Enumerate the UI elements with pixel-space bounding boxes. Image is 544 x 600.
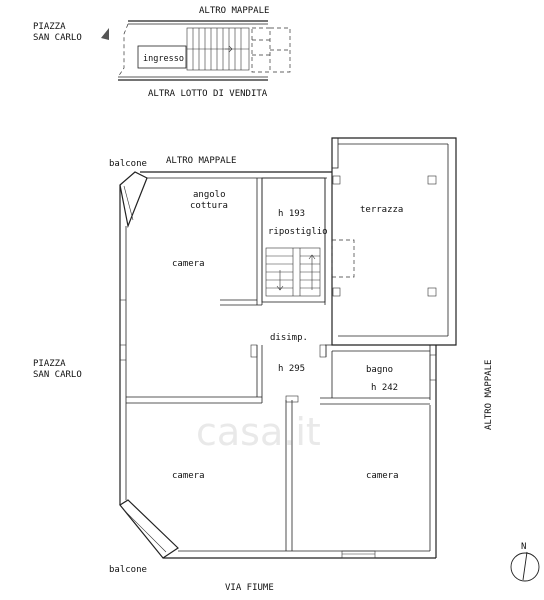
key-plan: ALTRO MAPPALE ALTRA LOTTO DI VENDITA PIA… xyxy=(33,6,291,99)
kitchen-label-1: angolo xyxy=(193,190,226,200)
plan-left-label-2: SAN CARLO xyxy=(33,370,82,380)
north-arrow-icon: N xyxy=(510,542,540,582)
staircase xyxy=(265,247,321,297)
hallway-label: disimp. xyxy=(270,333,308,343)
bedroom-bottom-left-label: camera xyxy=(172,471,205,481)
bathroom-label: bagno xyxy=(366,365,393,375)
key-plan-room-label: ingresso xyxy=(143,54,184,64)
plan-bottom-label: VIA FIUME xyxy=(225,583,274,593)
kitchen-label-2: cottura xyxy=(190,201,228,211)
bathroom-height-label: h 242 xyxy=(371,383,398,393)
key-plan-bottom-label: ALTRA LOTTO DI VENDITA xyxy=(148,89,268,99)
storage-height-label: h 193 xyxy=(278,209,305,219)
terrace-label: terrazza xyxy=(360,205,403,215)
hallway-height-label: h 295 xyxy=(278,364,305,374)
balcony-top-label: balcone xyxy=(109,159,147,169)
key-plan-left-label-1: PIAZZA xyxy=(33,22,66,32)
plan-top-label: ALTRO MAPPALE xyxy=(166,156,236,166)
key-plan-left-label-2: SAN CARLO xyxy=(33,33,82,43)
key-plan-top-label: ALTRO MAPPALE xyxy=(199,6,269,16)
plan-right-label: ALTRO MAPPALE xyxy=(484,360,494,430)
bedroom-bottom-right-label: camera xyxy=(366,471,399,481)
storage-name-label: ripostiglio xyxy=(268,227,328,237)
bedroom-top-label: camera xyxy=(172,259,205,269)
watermark-logo: casa.it xyxy=(196,410,321,454)
north-label: N xyxy=(521,542,526,552)
main-floor-plan: ALTRO MAPPALE balcone PIAZZA SAN CARLO b… xyxy=(33,137,494,593)
plan-left-label-1: PIAZZA xyxy=(33,359,66,369)
key-plan-marker-icon xyxy=(101,28,109,40)
balcony-bottom-label: balcone xyxy=(109,565,147,575)
